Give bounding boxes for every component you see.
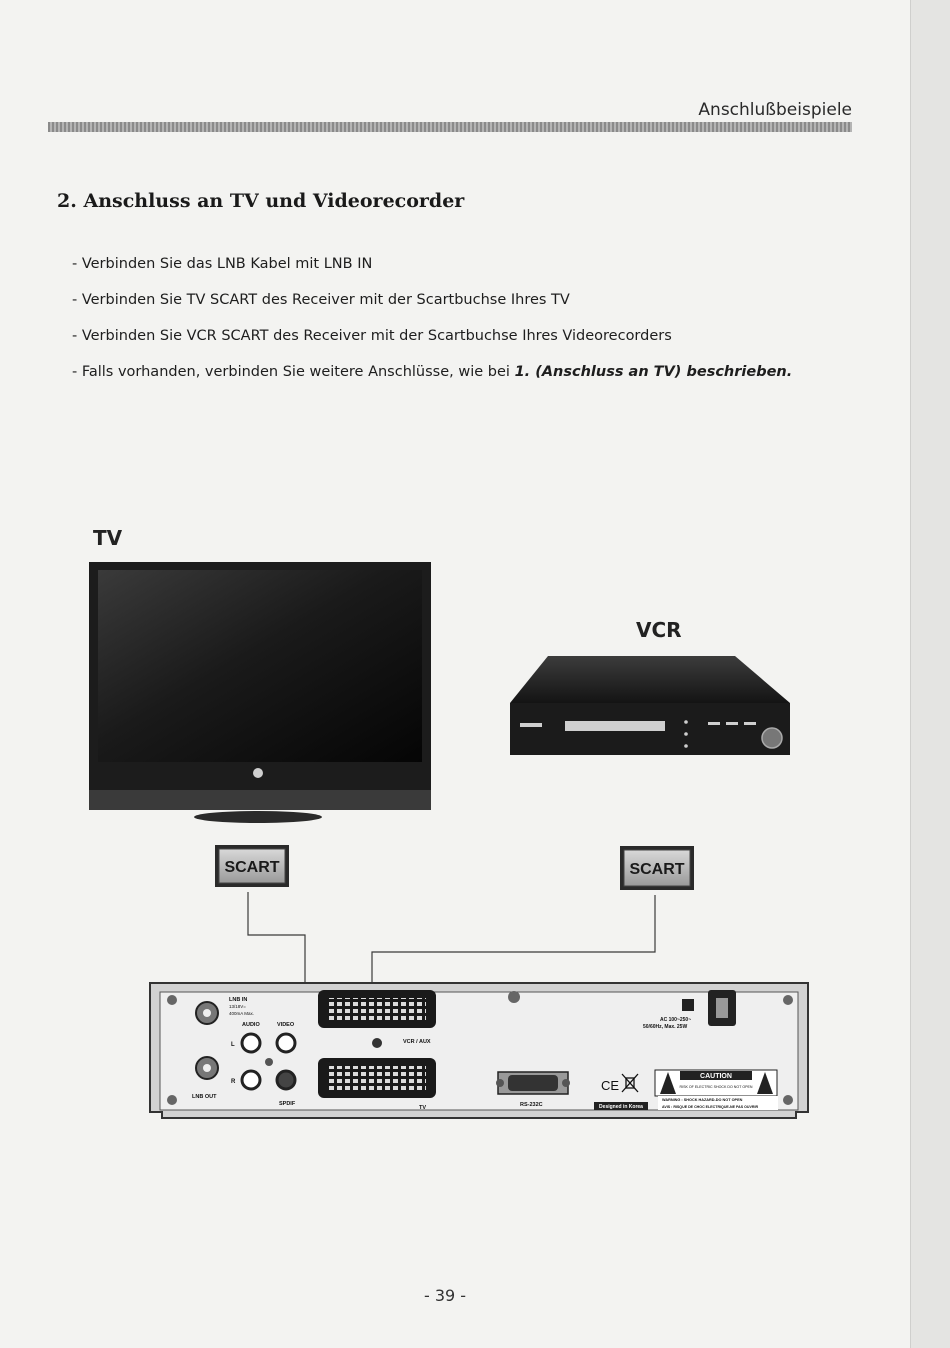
tv-power-led-icon [253, 768, 263, 778]
section-title: 2. Anschluss an TV und Videorecorder [57, 190, 465, 212]
power-spec: 50/60Hz, Max. 25W [643, 1024, 687, 1030]
instruction-item: - Verbinden Sie das LNB Kabel mit LNB IN [72, 256, 373, 272]
video-label: VIDEO [277, 1022, 295, 1028]
instruction-item: - Verbinden Sie TV SCART des Receiver mi… [72, 292, 570, 308]
audio-label: AUDIO [242, 1022, 260, 1028]
vcr-aux-label: VCR / AUX [403, 1039, 431, 1045]
instruction-item: - Falls vorhanden, verbinden Sie weitere… [72, 362, 792, 398]
vcr-knob-icon [761, 727, 783, 749]
video-jack-icon [275, 1032, 297, 1054]
warning-text: WARNING : SHOCK HAZARD-DO NOT OPEN [662, 1098, 743, 1102]
page-edge-shadow [910, 0, 950, 1348]
spdif-label: SPDIF [279, 1101, 296, 1107]
scart-label-vcr: SCART [629, 861, 684, 878]
lnb-in-spec: 400mA Max. [229, 1011, 254, 1016]
warning-triangle-icon [660, 1072, 676, 1094]
page-number: - 39 - [423, 1286, 467, 1305]
audio-r-jack-icon [240, 1069, 262, 1091]
warning-triangle-icon [757, 1072, 773, 1094]
audio-l-jack-icon [240, 1032, 262, 1054]
lnb-in-label: LNB IN [229, 997, 247, 1003]
scart-tag-vcr: SCART [620, 846, 694, 890]
instruction-text: - Falls vorhanden, verbinden Sie weitere… [72, 364, 515, 380]
instruction-reference: 1. (Anschluss an TV) beschrieben. [514, 364, 793, 380]
lnb-out-label: LNB OUT [192, 1094, 217, 1100]
header-rule [48, 122, 852, 132]
vcr-illustration [510, 656, 790, 755]
audio-l-label: L [231, 1042, 235, 1048]
scart-label-tv: SCART [224, 859, 279, 876]
tv-illustration [89, 562, 431, 823]
vcr-tape-slot-icon [565, 721, 665, 731]
lnb-in-spec: 13/18V= [229, 1004, 246, 1009]
designed-in-korea-label: Designed in Korea [599, 1104, 643, 1110]
receiver-back-panel: LNB IN 13/18V= 400mA Max. AUDIO VIDEO L … [149, 982, 809, 1119]
audio-r-label: R [231, 1079, 236, 1085]
tv-label: TV [93, 526, 123, 550]
instruction-list: - Verbinden Sie das LNB Kabel mit LNB IN… [72, 254, 792, 398]
weee-bin-icon [621, 1073, 639, 1093]
power-spec: AC 100~250~ [660, 1017, 691, 1023]
instruction-item: - Verbinden Sie VCR SCART des Receiver m… [72, 328, 672, 344]
vcr-label: VCR [636, 618, 682, 642]
scart-tag-tv: SCART [215, 845, 289, 887]
spdif-jack-icon [275, 1069, 297, 1091]
power-switch-icon [682, 999, 694, 1011]
ce-mark: CE [601, 1078, 619, 1093]
avis-text: AVIS : RISQUE DE CHOC ELECTRIQUE-NE PAS … [662, 1105, 759, 1109]
section-header-label: Anschlußbeispiele [698, 100, 852, 120]
caution-label: CAUTION [700, 1073, 732, 1080]
tv-scart-label: TV [419, 1105, 426, 1111]
rs232c-label: RS-232C [520, 1102, 543, 1108]
caution-subtext: RISK OF ELECTRIC SHOCK DO NOT OPEN [679, 1085, 752, 1089]
